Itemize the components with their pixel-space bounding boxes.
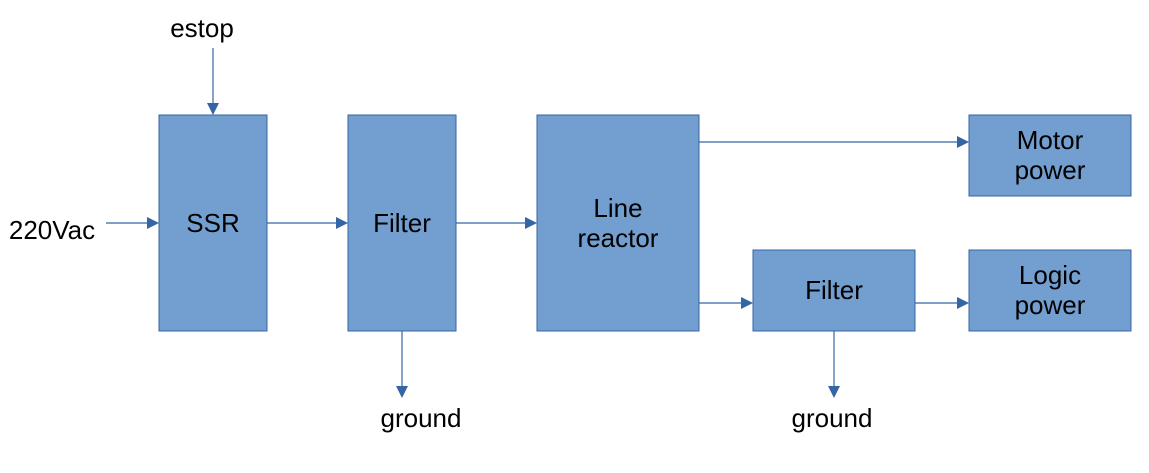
ssr-block: SSR — [158, 114, 268, 332]
logic-power-label-line2: power — [1015, 290, 1086, 320]
ssr-label: SSR — [186, 208, 239, 238]
input-to-ssr-arrow — [106, 217, 159, 229]
logic-power-label-line1: Logic — [1019, 260, 1081, 290]
filter-label-2: Filter — [805, 275, 863, 305]
estop-label: estop — [170, 13, 234, 43]
motor-power-block: Motor power — [968, 114, 1132, 197]
line-reactor-label-line2: reactor — [578, 223, 659, 253]
logic-power-block: Logic power — [968, 249, 1132, 332]
filter-to-line-reactor-arrow — [456, 217, 537, 229]
input-voltage-label: 220Vac — [9, 215, 95, 245]
estop-to-ssr-arrow — [207, 48, 219, 115]
filter-to-logic-power-arrow — [915, 297, 969, 309]
motor-power-label-line2: power — [1015, 155, 1086, 185]
ssr-to-filter-arrow — [267, 217, 348, 229]
motor-power-label-line1: Motor — [1017, 125, 1084, 155]
line-reactor-to-motor-power-arrow — [699, 136, 969, 148]
filter-to-ground-arrow-1 — [396, 331, 408, 398]
filter-label-1: Filter — [373, 208, 431, 238]
filter-block-2: Filter — [752, 249, 916, 332]
filter-block-1: Filter — [347, 114, 457, 332]
line-reactor-to-filter-arrow — [699, 297, 753, 309]
ground-label-1: ground — [381, 403, 462, 433]
line-reactor-block: Line reactor — [536, 114, 700, 332]
line-reactor-label-line1: Line — [593, 193, 642, 223]
ground-label-2: ground — [792, 403, 873, 433]
filter-to-ground-arrow-2 — [828, 331, 840, 398]
